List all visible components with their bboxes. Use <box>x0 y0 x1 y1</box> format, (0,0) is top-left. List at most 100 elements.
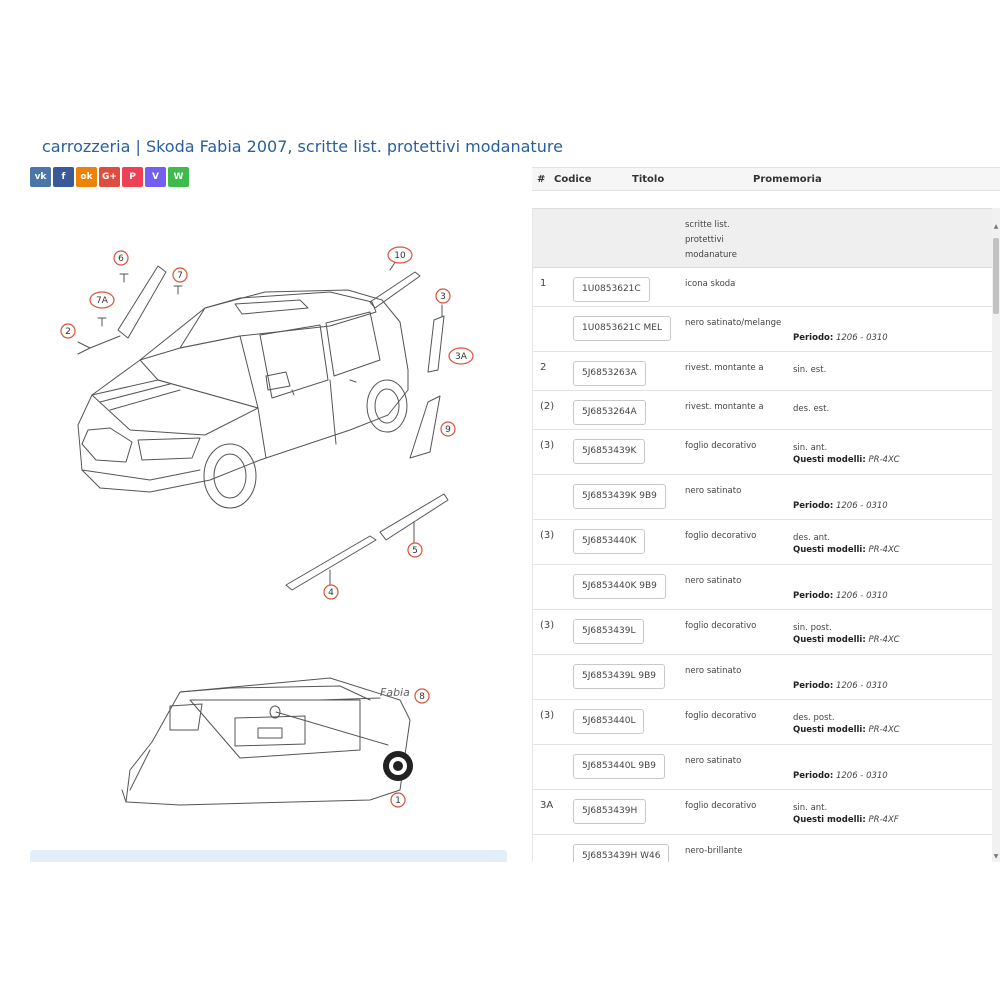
scroll-thumb[interactable] <box>993 238 999 314</box>
fabia-badge: Fabia <box>380 686 410 699</box>
pocket-icon[interactable]: P <box>122 167 143 187</box>
info-box <box>30 850 507 862</box>
part-note: sin. est. <box>793 365 827 375</box>
callout-5 <box>407 542 423 558</box>
odnoklassniki-icon[interactable]: ok <box>76 167 97 187</box>
callout-label: 9 <box>445 425 451 435</box>
car-roof <box>179 291 377 349</box>
part-code-field[interactable]: 5J6853440K <box>573 529 646 554</box>
models-label: Questi modelli: <box>793 725 866 735</box>
part-10-strip <box>369 271 421 309</box>
tailgate <box>189 699 361 759</box>
row-num: 1 <box>540 278 547 289</box>
models-value: PR-4XF <box>868 815 899 825</box>
callout-7a <box>89 291 115 309</box>
models-value: PR-4XC <box>868 545 900 555</box>
period-value: 1206 - 0310 <box>835 771 888 781</box>
callout-label: 6 <box>118 254 124 264</box>
period-label: Periodo: <box>793 771 834 781</box>
part-code-field[interactable]: 5J6853264A <box>573 400 646 425</box>
license-plate <box>234 715 306 747</box>
molding-4 <box>285 535 377 591</box>
part-note: des. ant. <box>793 533 831 543</box>
headlight <box>137 437 201 461</box>
part-code-field[interactable]: 1U0853621C <box>573 277 650 302</box>
part-title: nero satinato/melange <box>685 318 782 328</box>
callout-label: 7 <box>177 271 183 281</box>
part-title: nero-brillante <box>685 846 743 856</box>
part-code-field[interactable]: 5J6853263A <box>573 361 646 386</box>
callout-3a <box>448 347 474 365</box>
table-header: # Codice Titolo Promemoria <box>532 167 1000 191</box>
part-code-field[interactable]: 5J6853439K 9B9 <box>573 484 666 509</box>
period-value: 1206 - 0310 <box>835 501 888 511</box>
models-line: Questi modelli: PR-4XC <box>793 455 900 465</box>
period-label: Periodo: <box>793 681 834 691</box>
models-line: Questi modelli: PR-4XC <box>793 545 900 555</box>
callout-label: 8 <box>419 692 425 702</box>
callout-4 <box>323 584 339 600</box>
rear-wheel <box>366 379 408 433</box>
models-label: Questi modelli: <box>793 635 866 645</box>
part-code-field[interactable]: 5J6853439H <box>573 799 647 824</box>
google-plus-icon[interactable]: G+ <box>99 167 120 187</box>
part-note: sin. ant. <box>793 443 828 453</box>
models-line: Questi modelli: PR-4XC <box>793 635 900 645</box>
scroll-up-icon[interactable]: ▲ <box>993 223 999 230</box>
col-code: Codice <box>554 174 592 185</box>
period-line: Periodo: 1206 - 0310 <box>793 771 888 781</box>
sunroof <box>234 299 309 315</box>
callout-10 <box>387 246 413 264</box>
row-num: (3) <box>540 440 555 451</box>
part-code-field[interactable]: 5J6853440L <box>573 709 645 734</box>
callout-8 <box>414 688 430 704</box>
row-num: (2) <box>540 401 555 412</box>
col-num: # <box>537 174 546 185</box>
vk-icon[interactable]: vk <box>30 167 51 187</box>
viber-icon[interactable]: V <box>145 167 166 187</box>
part-code-field[interactable]: 5J6853440K 9B9 <box>573 574 666 599</box>
scroll-down-icon[interactable]: ▼ <box>993 853 999 860</box>
scrollbar[interactable]: ▲ ▼ <box>992 208 1000 862</box>
part-9-strip <box>409 395 441 459</box>
facebook-icon[interactable]: f <box>53 167 74 187</box>
part-code-field[interactable]: 5J6853439L 9B9 <box>573 664 665 689</box>
part-title: nero satinato <box>685 486 742 496</box>
models-value: PR-4XC <box>868 455 900 465</box>
row-num: 3A <box>540 800 554 811</box>
callout-label: 2 <box>65 327 71 337</box>
callout-3 <box>435 288 451 304</box>
part-code-field[interactable]: 5J6853440L 9B9 <box>573 754 665 779</box>
models-label: Questi modelli: <box>793 455 866 465</box>
callout-7 <box>172 267 188 283</box>
callout-9 <box>440 421 456 437</box>
part-code-field[interactable]: 5J6853439L <box>573 619 645 644</box>
part-title: foglio decorativo <box>685 531 757 541</box>
period-line: Periodo: 1206 - 0310 <box>793 681 888 691</box>
models-label: Questi modelli: <box>793 545 866 555</box>
part-title: nero satinato <box>685 576 742 586</box>
period-value: 1206 - 0310 <box>835 333 888 343</box>
row-num: (3) <box>540 530 555 541</box>
part-note: sin. post. <box>793 623 832 633</box>
period-label: Periodo: <box>793 591 834 601</box>
period-value: 1206 - 0310 <box>835 681 888 691</box>
car-body-outline <box>77 289 409 493</box>
side-mirror <box>265 371 291 391</box>
part-title: foglio decorativo <box>685 801 757 811</box>
callout-label: 7A <box>96 296 109 306</box>
row-num: (3) <box>540 710 555 721</box>
part-code-field[interactable]: 5J6853439K <box>573 439 646 464</box>
callout-6 <box>113 250 129 266</box>
part-code-field[interactable]: 1U0853621C MEL <box>573 316 672 341</box>
group-title: scritte list. protettivi modanature <box>685 220 737 260</box>
part-code-field[interactable]: 5J6853439H W46 <box>573 844 670 862</box>
whatsapp-icon[interactable]: W <box>168 167 189 187</box>
